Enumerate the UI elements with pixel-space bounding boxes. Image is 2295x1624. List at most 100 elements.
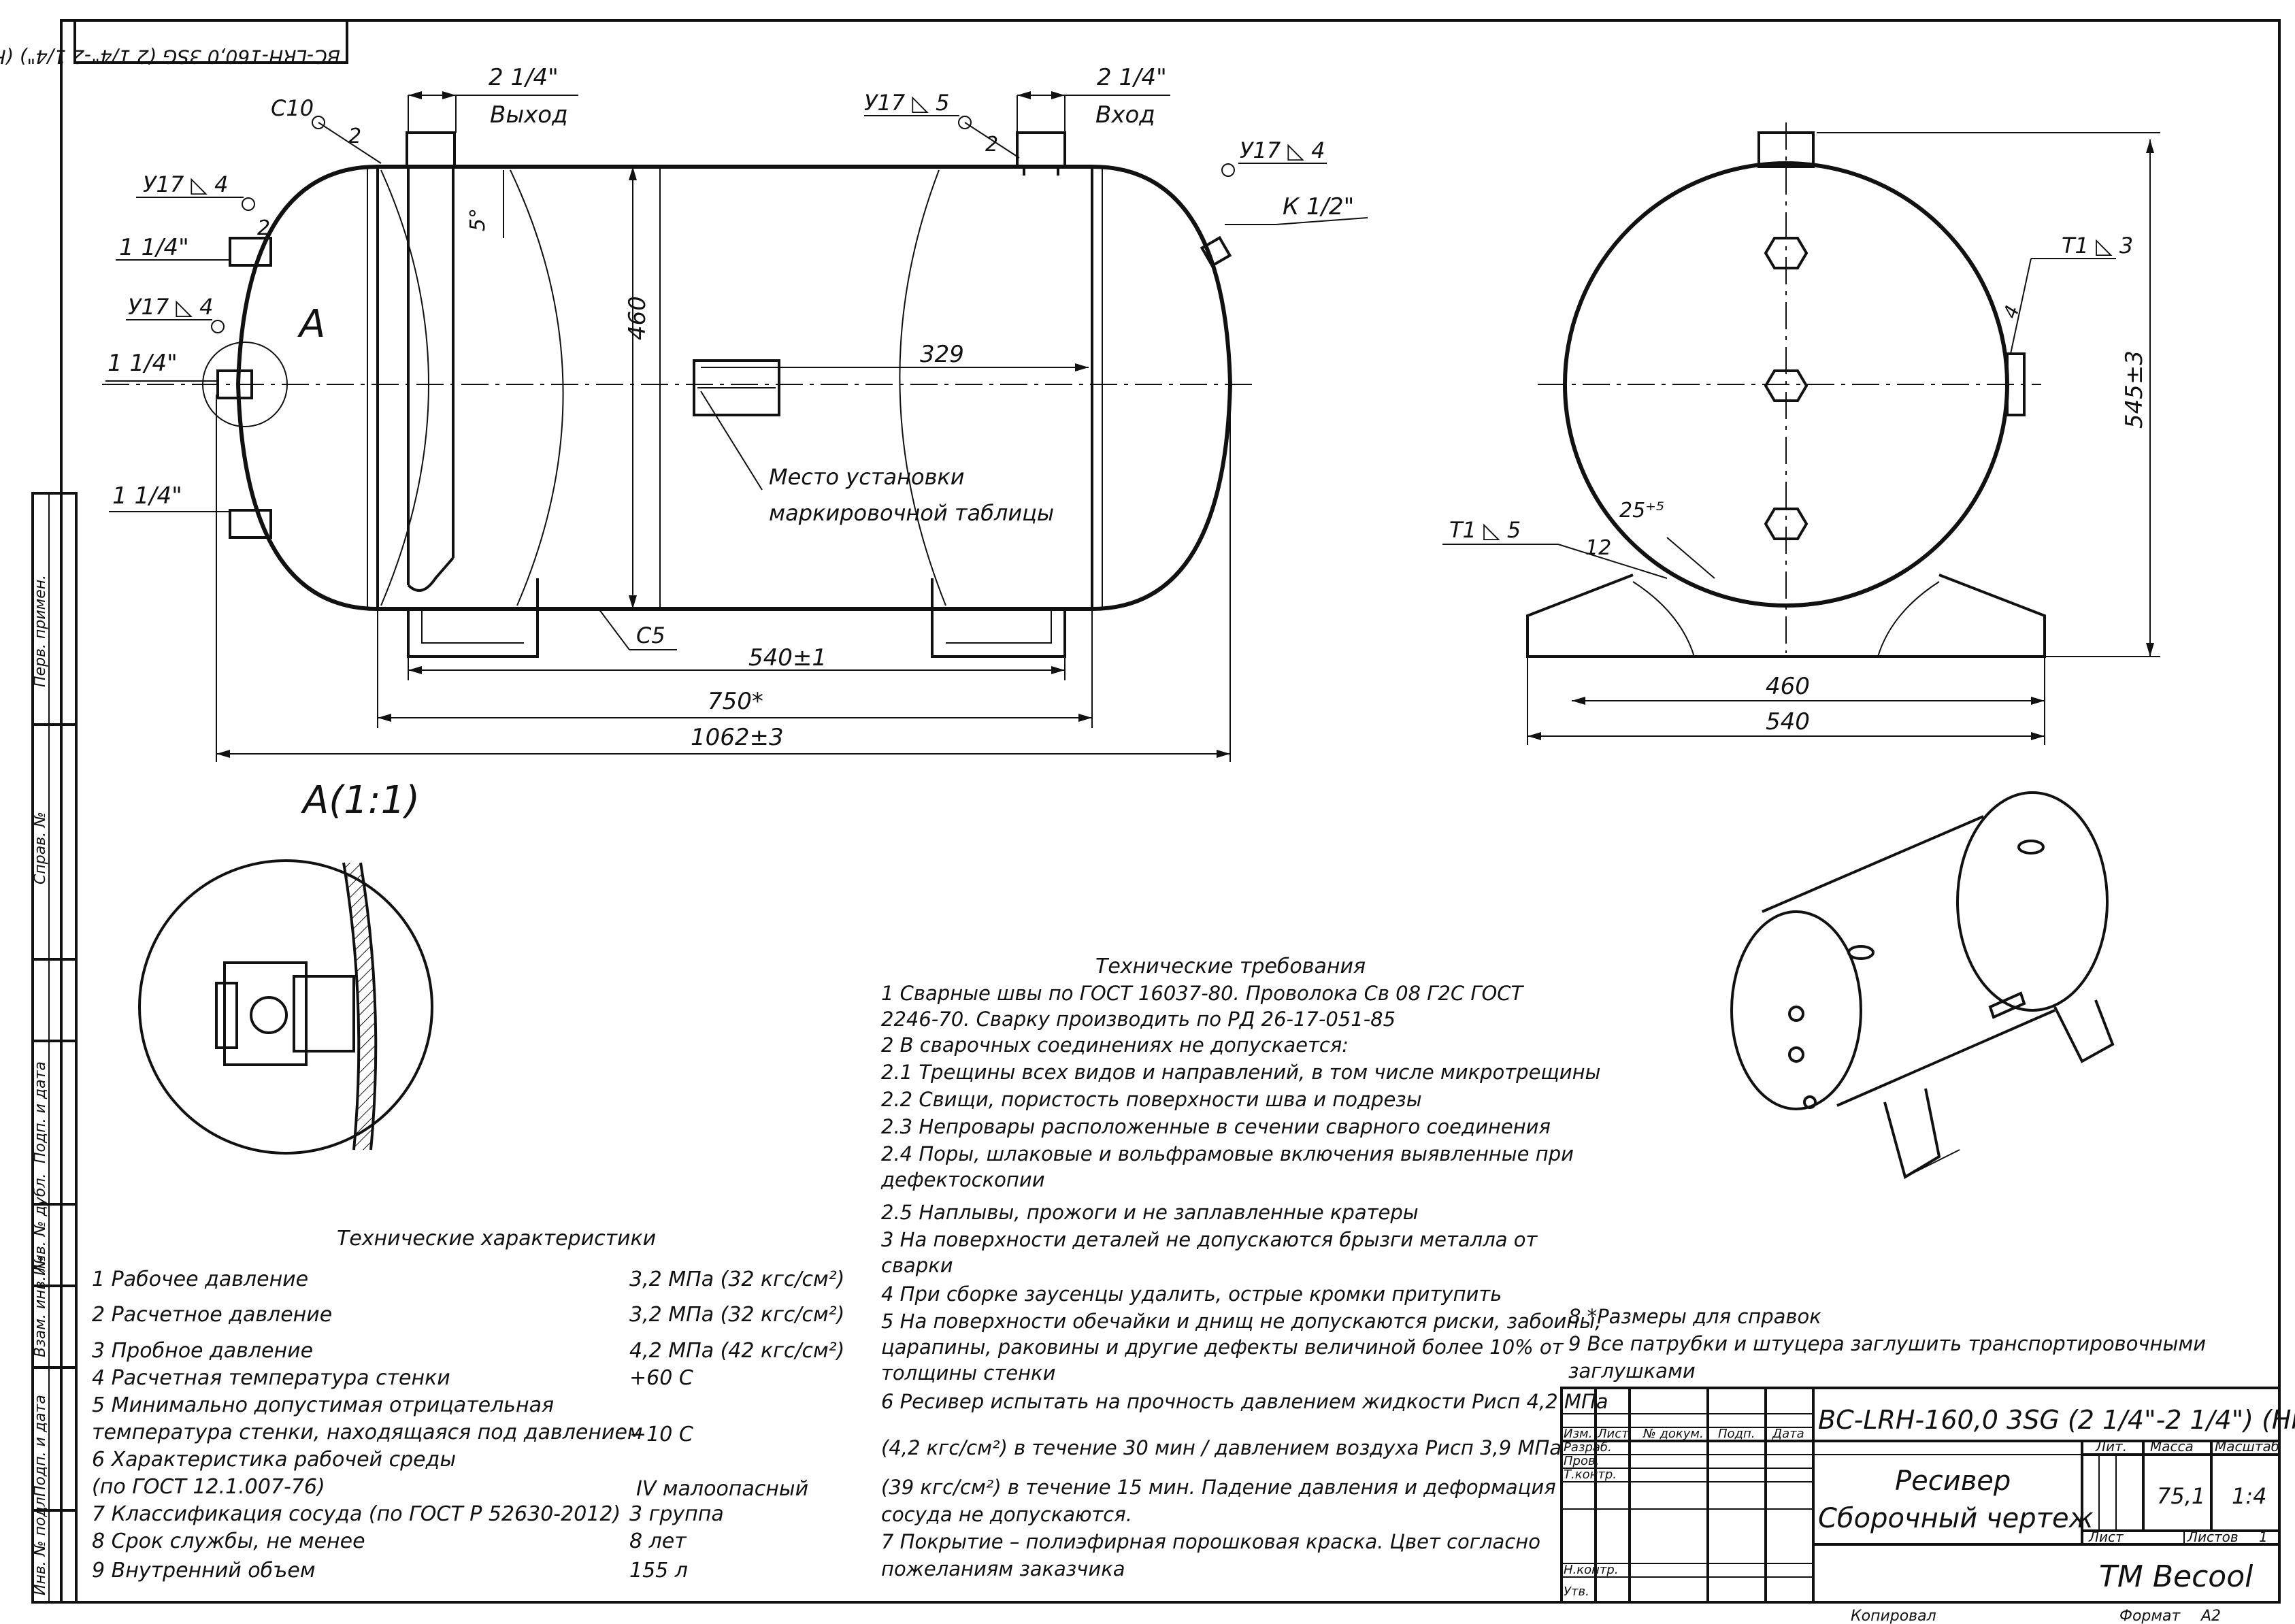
- tech-req-line: толщины стенки: [881, 1361, 1055, 1385]
- isometric-view: [1730, 791, 2115, 1180]
- tech-req-line: сосуда не допускаются.: [881, 1503, 1132, 1526]
- tech-req-line: 4 При сборке заусенцы удалить, острые кр…: [881, 1282, 1502, 1306]
- scale-value: 1:4: [2232, 1483, 2267, 1509]
- side-view: А 2 1/4" Выход 2 1/4" Вход 460 5° 329 54…: [102, 64, 1368, 762]
- strip-sprav-no: Справ. №: [32, 812, 49, 884]
- tech-requirements: Технические требования 1 Сварные швы по …: [880, 955, 2206, 1580]
- dim-angle: 25⁺⁵: [1619, 499, 1664, 523]
- r-nkontr: Н.контр.: [1564, 1563, 1619, 1577]
- tech-req-line: 5 На поверхности обечайки и днищ не допу…: [881, 1310, 1601, 1333]
- weld-c5: С5: [636, 623, 665, 648]
- detail-view: А(1:1): [138, 778, 433, 1155]
- tech-char-label: 8 Срок службы, не менее: [92, 1529, 365, 1553]
- r-utv: Утв.: [1564, 1585, 1589, 1599]
- leg-4: 4: [1999, 302, 2024, 321]
- tech-req-line: сварки: [881, 1254, 953, 1277]
- tech-char-value: 4,2 МПа (42 кгс/см²): [629, 1339, 844, 1363]
- h-podp: Подп.: [1718, 1427, 1755, 1441]
- end-view: 545±3 460 540 Т1 ◺ 3 4 Т1 ◺ 5 25⁺⁵ 12: [1442, 122, 2160, 745]
- tech-char-label: 2 Расчетное давление: [92, 1303, 332, 1327]
- title-name-2: Сборочный чертеж: [1818, 1503, 2094, 1534]
- inlet-label: Вход: [1095, 101, 1155, 129]
- port-size-2: 1 1/4": [108, 350, 178, 377]
- strip-perv-primen: Перв. примен.: [32, 575, 49, 687]
- kopiroval: Копировал: [1851, 1608, 1936, 1624]
- k-half: К 1/2": [1283, 193, 1354, 220]
- format-value: А2: [2200, 1608, 2221, 1624]
- outer-frame: [60, 19, 2281, 1604]
- tech-req-line: 2.1 Трещины всех видов и направлений, в …: [881, 1061, 1600, 1084]
- tech-char-value: +60 С: [629, 1366, 693, 1390]
- tech-req-extra: 9 Все патрубки и штуцера заглушить транс…: [1568, 1332, 2206, 1355]
- tech-req-extra: 8 *Размеры для справок: [1568, 1305, 1821, 1328]
- dim-460-end: 460: [1766, 673, 1810, 700]
- detail-title: А(1:1): [301, 778, 420, 823]
- tech-char-label: 3 Пробное давление: [92, 1339, 313, 1363]
- tech-char-value: −10 С: [629, 1423, 693, 1446]
- tech-req-line: 7 Покрытие – полиэфирная порошковая крас…: [881, 1530, 1540, 1553]
- tech-char-label: 6 Характеристика рабочей среды: [92, 1448, 456, 1472]
- side-strip: Перв. примен. Справ. № Подп. и дата Инв.…: [31, 492, 78, 1604]
- h-list: Лист: [1597, 1427, 1629, 1441]
- tech-req-title: Технические требования: [1095, 955, 1366, 978]
- strip-inv-podl: Инв. № подл.: [32, 1492, 49, 1595]
- tech-char-label: 7 Классификация сосуда (по ГОСТ Р 52630-…: [92, 1502, 621, 1526]
- mass-header: Масса: [2150, 1438, 2194, 1455]
- tech-char-label: (по ГОСТ 12.1.007-76): [92, 1475, 325, 1499]
- h-izm: Изм.: [1564, 1427, 1592, 1441]
- title-block: BC-LRH-160,0 3SG (2 1/4"-2 1/4") (HPR155…: [1560, 1387, 2295, 1624]
- port-size-3: 1 1/4": [112, 482, 182, 510]
- tech-req-line: 3 На поверхности деталей не допускаются …: [881, 1228, 1538, 1251]
- weld-t1-5: Т1 ◺ 5: [1449, 517, 1521, 543]
- tech-char-value: 3,2 МПа (32 кгс/см²): [629, 1303, 844, 1327]
- dim-329: 329: [920, 341, 964, 368]
- tech-req-line: (39 кгс/см²) в течение 15 мин. Падение д…: [881, 1476, 1556, 1499]
- tech-char-value: 155 л: [629, 1559, 688, 1582]
- strip-vzam-inv: Взам. инв. №: [32, 1256, 49, 1357]
- dim-1062: 1062±3: [691, 724, 784, 751]
- tech-char-label: 4 Расчетная температура стенки: [92, 1366, 450, 1390]
- tech-req-line: царапины, раковины и другие дефекты вели…: [881, 1336, 1564, 1359]
- r-prov: Пров.: [1564, 1454, 1599, 1468]
- dim-460-side: 460: [624, 296, 651, 340]
- dim-5deg: 5°: [466, 208, 490, 231]
- weld-y17-4-a: У17 ◺ 4: [143, 171, 229, 197]
- tech-char-value: IV малоопасный: [636, 1477, 808, 1501]
- format-label: Формат: [2119, 1608, 2181, 1624]
- detail-mark-a: А: [297, 302, 325, 346]
- scale-header: Масштаб: [2215, 1438, 2279, 1455]
- port-size-1: 1 1/4": [119, 234, 189, 261]
- weld-y17-4-c: У17 ◺ 4: [1240, 137, 1325, 163]
- tech-char-label: 9 Внутренний объем: [92, 1559, 315, 1582]
- tech-req-line: 2.5 Наплывы, прожоги и не заплавленные к…: [881, 1201, 1419, 1224]
- inlet-size: 2 1/4": [1097, 64, 1167, 91]
- dim-540-side: 540±1: [748, 644, 827, 672]
- weld-y17-5: У17 ◺ 5: [864, 90, 950, 116]
- top-stamp-text: BC-LRH-160,0 3SG (2 1/4"-2 1/4") (HPR155…: [0, 46, 340, 68]
- h-data: Дата: [1772, 1427, 1804, 1441]
- plate-note-2: маркировочной таблицы: [769, 500, 1054, 526]
- tech-req-line: (4,2 кгс/см²) в течение 30 мин / давлени…: [881, 1436, 1562, 1459]
- tech-char-label: 1 Рабочее давление: [92, 1267, 308, 1291]
- tech-char-label: 5 Минимально допустимая отрицательная: [92, 1393, 554, 1417]
- leg-2-b: 2: [985, 133, 998, 156]
- leg-2-c: 2: [257, 216, 270, 240]
- listov-value: 1: [2259, 1529, 2268, 1545]
- strip-podp-data-2: Подп. и дата: [32, 1395, 49, 1497]
- weld-c10: С10: [271, 95, 314, 121]
- tech-req-line: дефектоскопии: [880, 1168, 1045, 1191]
- title-code: BC-LRH-160,0 3SG (2 1/4"-2 1/4") (HPR155…: [1818, 1405, 2295, 1435]
- weld-y17-4-b: У17 ◺ 4: [128, 294, 214, 320]
- tech-char-label: температура стенки, находящаяся под давл…: [92, 1421, 643, 1444]
- tech-req-line: 2246-70. Сварку производить по РД 26-17-…: [881, 1008, 1396, 1031]
- plate-note-1: Место установки: [769, 464, 965, 490]
- listov-label: Листов: [2187, 1529, 2239, 1545]
- tech-req-line: 2.4 Поры, шлаковые и вольфрамовые включе…: [881, 1142, 1574, 1165]
- tech-char-value: 3,2 МПа (32 кгс/см²): [629, 1267, 844, 1291]
- tech-char-title: Технические характеристики: [337, 1227, 656, 1250]
- tech-req-line: 6 Ресивер испытать на прочность давление…: [881, 1390, 1608, 1413]
- strip-podp-data-1: Подп. и дата: [32, 1061, 49, 1163]
- mass-value: 75,1: [2157, 1483, 2205, 1509]
